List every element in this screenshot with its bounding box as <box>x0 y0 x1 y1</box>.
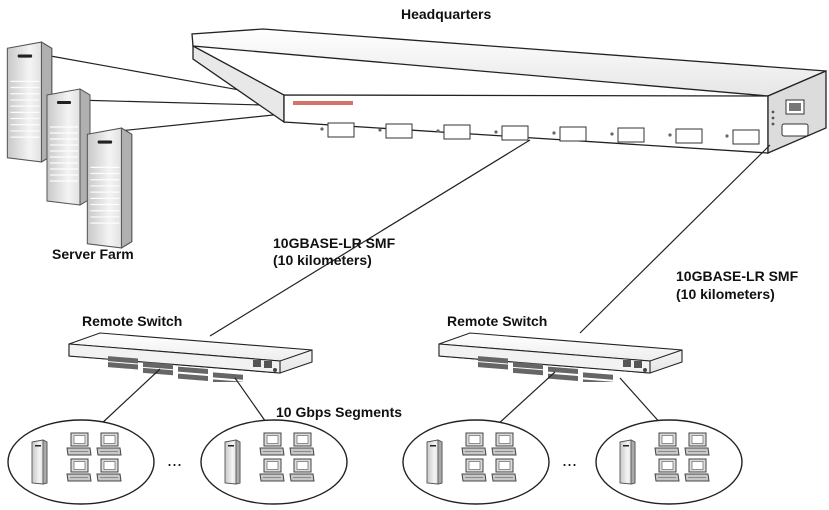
workgroup-cluster <box>201 420 347 504</box>
server-tower-icon <box>6 41 53 163</box>
segments-label: 10 Gbps Segments <box>276 404 403 420</box>
link-left-label-line1: 10GBASE-LR SMF <box>273 235 396 251</box>
server-farm-cluster <box>6 41 133 249</box>
server-tower-icon <box>86 127 133 249</box>
remote-switch-right <box>438 332 683 382</box>
workgroup-cluster <box>596 420 742 504</box>
workgroup-cluster <box>8 420 154 504</box>
link-left-label-line2: (10 kilometers) <box>273 252 372 268</box>
headquarters-label: Headquarters <box>401 6 492 22</box>
remote-switch-left-label: Remote Switch <box>82 313 183 329</box>
remote-switch-right-label: Remote Switch <box>447 313 548 329</box>
server-tower-icon <box>46 88 91 206</box>
server-farm-label: Server Farm <box>52 246 134 262</box>
remote-switch-left <box>68 332 313 382</box>
workgroup-cluster <box>403 420 549 504</box>
link-right-label-line1: 10GBASE-LR SMF <box>676 268 799 284</box>
ellipsis-left: ... <box>167 450 183 470</box>
link-right-label-line2: (10 kilometers) <box>676 286 775 302</box>
ellipsis-right: ... <box>562 450 578 470</box>
headquarters-switch <box>191 28 829 154</box>
